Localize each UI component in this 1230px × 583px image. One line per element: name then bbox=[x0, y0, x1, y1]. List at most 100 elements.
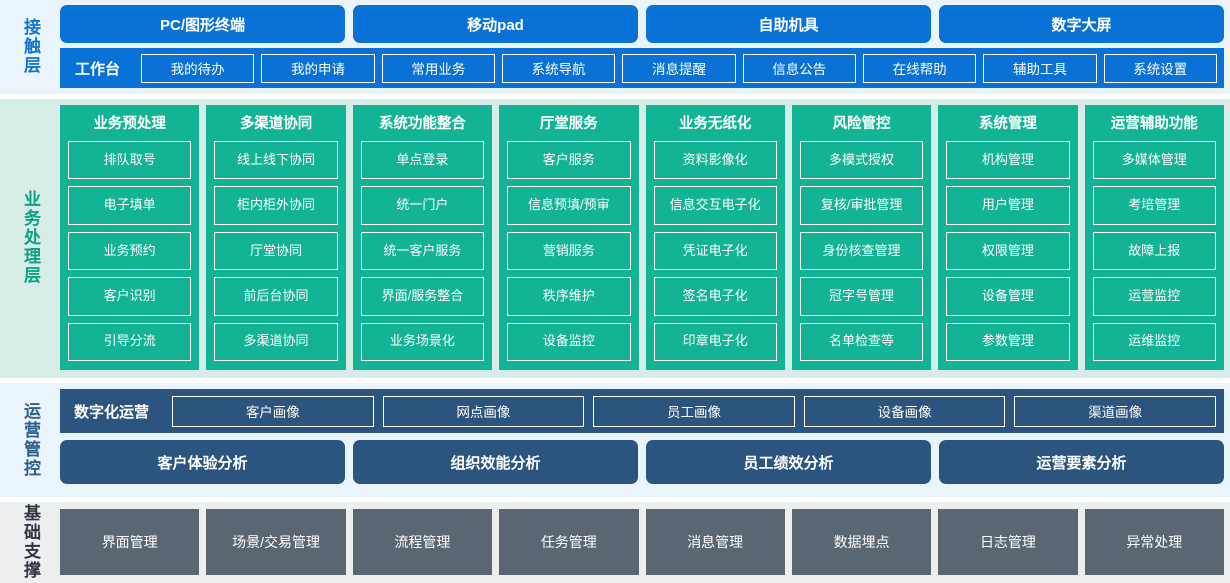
foundation-support-label-text: 基础支撑 bbox=[21, 504, 41, 580]
operation-control-body: 数字化运营 客户画像 网点画像 员工画像 设备画像 渠道画像 客户体验分析 组织… bbox=[60, 389, 1224, 490]
biz-item-lobby-collab[interactable]: 厅堂协同 bbox=[214, 231, 338, 271]
biz-item-appointment[interactable]: 业务预约 bbox=[68, 231, 192, 271]
business-column-lobby-service: 厅堂服务 客户服务 信息预填/预审 营销服务 秩序维护 设备监控 bbox=[499, 105, 639, 371]
biz-item-single-sign-on[interactable]: 单点登录 bbox=[360, 141, 485, 180]
foundation-box-message-management[interactable]: 消息管理 bbox=[645, 509, 785, 575]
biz-item-parameter-management[interactable]: 参数管理 bbox=[946, 322, 1070, 362]
business-layer-body: 业务预处理 排队取号 电子填单 业务预约 客户识别 引导分流 多渠道协同 线上线… bbox=[60, 105, 1224, 371]
biz-item-watchlist-check[interactable]: 名单检查等 bbox=[799, 322, 924, 362]
column-title: 多渠道协同 bbox=[239, 116, 313, 132]
workbench-item-announcement[interactable]: 信息公告 bbox=[742, 53, 856, 83]
biz-item-guide-diversion[interactable]: 引导分流 bbox=[68, 322, 192, 362]
business-layer-label-text: 业务处理层 bbox=[21, 190, 41, 286]
biz-item-business-scenario[interactable]: 业务场景化 bbox=[360, 322, 485, 362]
workbench-item-message-reminder[interactable]: 消息提醒 bbox=[622, 53, 736, 83]
digital-item-employee-profile[interactable]: 员工画像 bbox=[593, 395, 795, 427]
business-column-system-management: 系统管理 机构管理 用户管理 权限管理 设备管理 参数管理 bbox=[938, 105, 1078, 371]
biz-item-ui-service-integration[interactable]: 界面/服务整合 bbox=[360, 277, 485, 316]
workbench-item-my-todo[interactable]: 我的待办 bbox=[141, 53, 255, 83]
channel-box-self-service[interactable]: 自助机具 bbox=[646, 5, 931, 43]
analysis-row: 客户体验分析 组织效能分析 员工绩效分析 运营要素分析 bbox=[60, 440, 1224, 485]
biz-item-multichannel-collab[interactable]: 多渠道协同 bbox=[214, 322, 338, 362]
biz-item-unified-portal[interactable]: 统一门户 bbox=[360, 186, 485, 225]
column-items: 客户服务 信息预填/预审 营销服务 秩序维护 设备监控 bbox=[507, 141, 631, 362]
workbench-row: 工作台 我的待办 我的申请 常用业务 系统导航 消息提醒 信息公告 在线帮助 辅… bbox=[60, 48, 1224, 88]
biz-item-counter-collab[interactable]: 柜内柜外协同 bbox=[214, 186, 338, 225]
workbench-item-online-help[interactable]: 在线帮助 bbox=[862, 53, 977, 83]
foundation-support-body: 界面管理 场景/交易管理 流程管理 任务管理 消息管理 数据埋点 日志管理 异常… bbox=[60, 509, 1224, 575]
biz-item-online-offline-collab[interactable]: 线上线下协同 bbox=[214, 141, 338, 180]
analysis-box-operation-factor[interactable]: 运营要素分析 bbox=[939, 440, 1224, 485]
foundation-box-data-tracking[interactable]: 数据埋点 bbox=[791, 509, 932, 575]
channel-box-pc[interactable]: PC/图形终端 bbox=[60, 5, 345, 43]
biz-item-multimedia-management[interactable]: 多媒体管理 bbox=[1092, 141, 1216, 180]
biz-item-device-management[interactable]: 设备管理 bbox=[946, 277, 1070, 316]
biz-item-signature-digital[interactable]: 签名电子化 bbox=[653, 277, 777, 316]
access-layer-body: PC/图形终端 移动pad 自助机具 数字大屏 工作台 我的待办 我的申请 常用… bbox=[60, 5, 1224, 88]
digital-item-branch-profile[interactable]: 网点画像 bbox=[382, 395, 585, 427]
column-items: 多模式授权 复核/审批管理 身份核查管理 冠字号管理 名单检查等 bbox=[799, 141, 924, 362]
biz-item-info-exchange-digital[interactable]: 信息交互电子化 bbox=[653, 186, 777, 225]
foundation-box-scenario-transaction[interactable]: 场景/交易管理 bbox=[206, 509, 346, 575]
foundation-box-ui-management[interactable]: 界面管理 bbox=[60, 509, 200, 575]
column-items: 排队取号 电子填单 业务预约 客户识别 引导分流 bbox=[68, 141, 192, 362]
channel-box-digital-screen[interactable]: 数字大屏 bbox=[939, 5, 1224, 43]
digital-operation-row: 数字化运营 客户画像 网点画像 员工画像 设备画像 渠道画像 bbox=[60, 389, 1224, 434]
operation-control-band: 运营管控 数字化运营 客户画像 网点画像 员工画像 设备画像 渠道画像 客户体验… bbox=[0, 383, 1230, 497]
column-title: 厅堂服务 bbox=[539, 116, 598, 132]
workbench-item-common-business[interactable]: 常用业务 bbox=[381, 53, 495, 83]
column-items: 资料影像化 信息交互电子化 凭证电子化 签名电子化 印章电子化 bbox=[653, 141, 777, 362]
biz-item-order-maintenance[interactable]: 秩序维护 bbox=[507, 277, 631, 316]
business-column-grid: 业务预处理 排队取号 电子填单 业务预约 客户识别 引导分流 多渠道协同 线上线… bbox=[60, 105, 1224, 371]
biz-item-voucher-digital[interactable]: 凭证电子化 bbox=[653, 231, 777, 271]
workbench-item-system-navigation[interactable]: 系统导航 bbox=[502, 53, 616, 83]
biz-item-customer-service[interactable]: 客户服务 bbox=[507, 141, 631, 180]
biz-item-maintenance-monitoring[interactable]: 运维监控 bbox=[1092, 322, 1216, 362]
foundation-support-label: 基础支撑 bbox=[0, 504, 60, 580]
workbench-item-system-settings[interactable]: 系统设置 bbox=[1103, 53, 1217, 83]
business-column-risk-control: 风险管控 多模式授权 复核/审批管理 身份核查管理 冠字号管理 名单检查等 bbox=[791, 105, 932, 371]
foundation-support-band: 基础支撑 界面管理 场景/交易管理 流程管理 任务管理 消息管理 数据埋点 日志… bbox=[0, 502, 1230, 583]
biz-item-seal-digital[interactable]: 印章电子化 bbox=[653, 322, 777, 362]
biz-item-front-back-collab[interactable]: 前后台协同 bbox=[214, 277, 338, 316]
digital-item-device-profile[interactable]: 设备画像 bbox=[803, 395, 1006, 427]
biz-item-fault-reporting[interactable]: 故障上报 bbox=[1092, 231, 1216, 271]
column-title: 运营辅助功能 bbox=[1110, 116, 1198, 132]
foundation-box-task-management[interactable]: 任务管理 bbox=[499, 509, 639, 575]
operation-control-label: 运营管控 bbox=[0, 389, 60, 490]
biz-item-permission-management[interactable]: 权限管理 bbox=[946, 231, 1070, 271]
business-column-paperless: 业务无纸化 资料影像化 信息交互电子化 凭证电子化 签名电子化 印章电子化 bbox=[645, 105, 785, 371]
biz-item-training-management[interactable]: 考培管理 bbox=[1092, 186, 1216, 225]
workbench-item-aux-tools[interactable]: 辅助工具 bbox=[983, 53, 1097, 83]
access-layer-band: 接触层 PC/图形终端 移动pad 自助机具 数字大屏 工作台 我的待办 我的申… bbox=[0, 0, 1230, 94]
biz-item-operation-monitoring[interactable]: 运营监控 bbox=[1092, 277, 1216, 316]
foundation-box-exception-handling[interactable]: 异常处理 bbox=[1084, 509, 1224, 575]
analysis-box-employee-performance[interactable]: 员工绩效分析 bbox=[646, 440, 931, 485]
digital-item-channel-profile[interactable]: 渠道画像 bbox=[1014, 395, 1216, 427]
channel-box-mobile-pad[interactable]: 移动pad bbox=[353, 5, 638, 43]
business-layer-band: 业务处理层 业务预处理 排队取号 电子填单 业务预约 客户识别 引导分流 多渠道… bbox=[0, 99, 1230, 379]
biz-item-review-approval[interactable]: 复核/审批管理 bbox=[799, 186, 924, 225]
digital-item-customer-profile[interactable]: 客户画像 bbox=[172, 395, 374, 427]
biz-item-document-imaging[interactable]: 资料影像化 bbox=[653, 141, 777, 180]
column-items: 单点登录 统一门户 统一客户服务 界面/服务整合 业务场景化 bbox=[360, 141, 485, 362]
biz-item-identity-verification[interactable]: 身份核查管理 bbox=[799, 231, 924, 271]
band-divider-1 bbox=[0, 94, 1230, 99]
foundation-box-process-management[interactable]: 流程管理 bbox=[352, 509, 493, 575]
foundation-box-log-management[interactable]: 日志管理 bbox=[938, 509, 1078, 575]
biz-item-org-management[interactable]: 机构管理 bbox=[946, 141, 1070, 180]
biz-item-multimode-authorization[interactable]: 多模式授权 bbox=[799, 141, 924, 180]
workbench-item-my-application[interactable]: 我的申请 bbox=[261, 53, 375, 83]
biz-item-serial-number-mgmt[interactable]: 冠字号管理 bbox=[799, 277, 924, 316]
biz-item-queue-ticket[interactable]: 排队取号 bbox=[68, 141, 192, 180]
biz-item-unified-customer-service[interactable]: 统一客户服务 bbox=[360, 231, 485, 271]
analysis-box-organization-efficiency[interactable]: 组织效能分析 bbox=[353, 440, 638, 485]
analysis-box-customer-experience[interactable]: 客户体验分析 bbox=[60, 440, 345, 485]
biz-item-device-monitoring[interactable]: 设备监控 bbox=[507, 322, 631, 362]
biz-item-e-form[interactable]: 电子填单 bbox=[68, 186, 192, 225]
access-layer-label: 接触层 bbox=[0, 5, 60, 88]
biz-item-customer-identify[interactable]: 客户识别 bbox=[68, 277, 192, 316]
biz-item-marketing-service[interactable]: 营销服务 bbox=[507, 231, 631, 271]
biz-item-prefill-prereview[interactable]: 信息预填/预审 bbox=[507, 186, 631, 225]
biz-item-user-management[interactable]: 用户管理 bbox=[946, 186, 1070, 225]
